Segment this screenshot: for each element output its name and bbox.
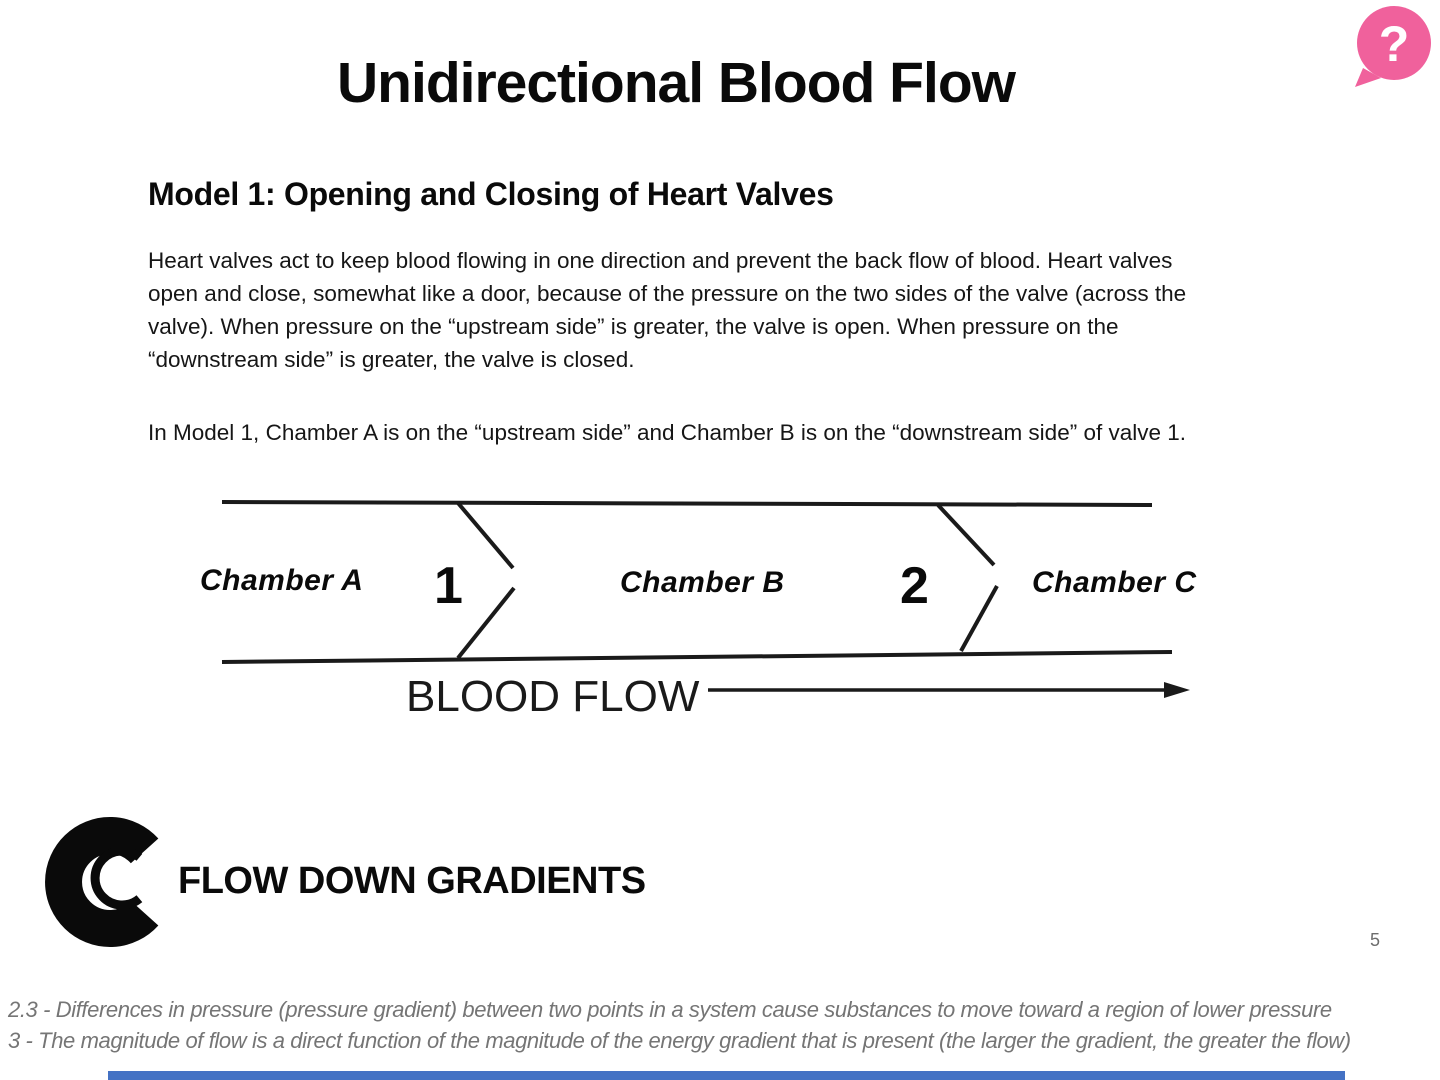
heart-valve-diagram: Chamber A 1 Chamber B 2 Chamber C BLOOD … — [200, 480, 1210, 725]
valve2-upper-flap — [936, 503, 996, 567]
logo-text: FLOW DOWN GRADIENTS — [178, 860, 646, 902]
valve-2-label: 2 — [900, 557, 930, 615]
chamber-b-label: Chamber B — [620, 566, 785, 599]
valve2-lower-flap — [959, 585, 999, 652]
objective-line: 3 - The magnitude of flow is a direct fu… — [8, 1027, 1351, 1053]
c-logo-icon — [45, 817, 159, 947]
tube-and-valves-drawing — [221, 500, 1190, 698]
page-number: 5 — [1369, 930, 1380, 950]
model1-paragraph2: In Model 1, Chamber A is on the “upstrea… — [148, 420, 1187, 445]
chamber-a-label: Chamber A — [200, 564, 364, 597]
bottom-accent-bar — [108, 1071, 1345, 1080]
footer-learning-objectives: 2.3 - Differences in pressure (pressure … — [8, 995, 1351, 1056]
speech-bubble-icon — [1355, 6, 1431, 87]
page-title: Unidirectional Blood Flow — [337, 51, 1016, 115]
valve1-upper-flap — [456, 501, 515, 570]
valve1-lower-flap — [456, 586, 516, 660]
paragraph1-line: Heart valves act to keep blood flowing i… — [148, 248, 1173, 273]
chamber-c-label: Chamber C — [1032, 566, 1197, 599]
model1-heading: Model 1: Opening and Closing of Heart Va… — [148, 176, 834, 212]
model1-paragraph1: Heart valves act to keep blood flowing i… — [148, 244, 1186, 376]
paragraph1-line: valve). When pressure on the “upstream s… — [148, 314, 1119, 339]
blood-flow-label: BLOOD FLOW — [406, 672, 700, 721]
flow-down-gradients-logo: FLOW DOWN GRADIENTS — [40, 808, 680, 958]
help-button[interactable]: ? — [1350, 5, 1440, 90]
valve-1-label: 1 — [434, 557, 464, 615]
objective-line: 2.3 - Differences in pressure (pressure … — [8, 997, 1332, 1022]
question-mark-icon: ? — [1378, 16, 1410, 72]
paragraph1-line: open and close, somewhat like a door, be… — [148, 281, 1187, 306]
blood-flow-arrowhead — [1164, 682, 1190, 698]
paragraph1-line: “downstream side” is greater, the valve … — [148, 347, 635, 372]
